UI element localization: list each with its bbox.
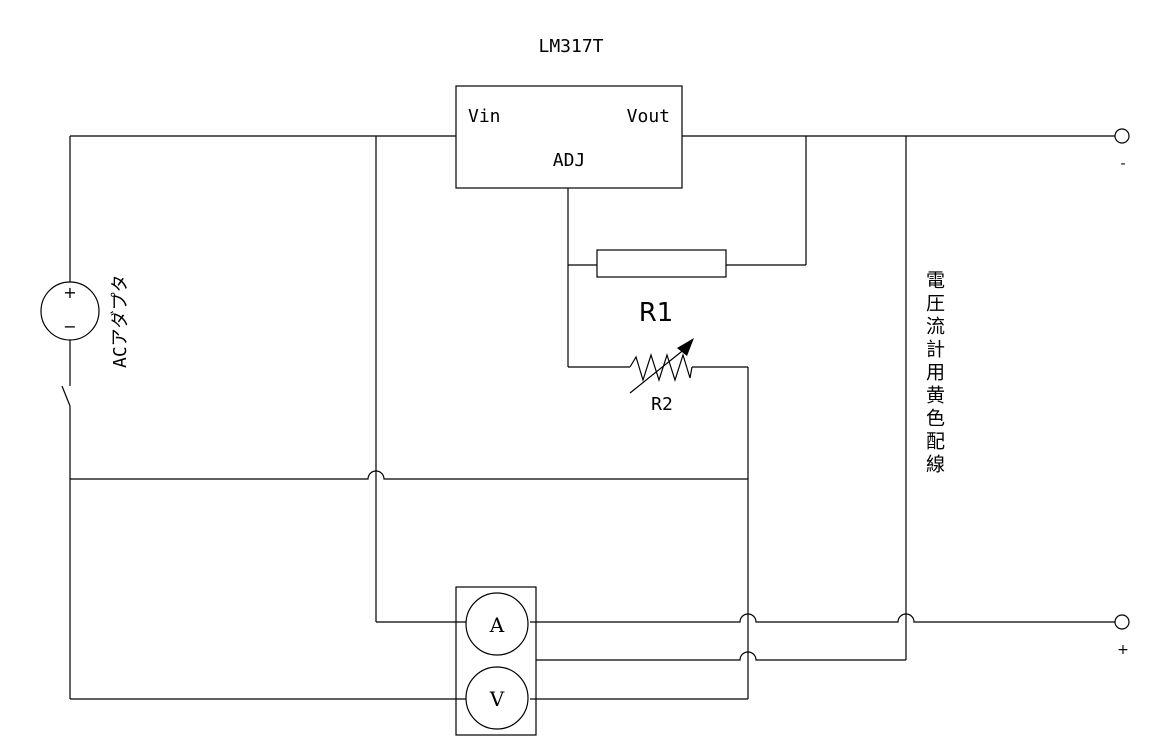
terminal-bottom-label: + bbox=[1117, 642, 1129, 658]
regulator-box bbox=[455, 85, 683, 189]
ammeter-label: A bbox=[489, 613, 505, 637]
source-minus: − bbox=[63, 317, 76, 336]
wiring-note-text: 電圧流計用黄色配線 bbox=[923, 270, 945, 477]
terminal-top bbox=[1114, 128, 1130, 144]
terminal-top-label: - bbox=[1120, 156, 1125, 172]
source-plus: + bbox=[63, 283, 76, 302]
volt-ammeter: A V bbox=[455, 586, 537, 736]
variable-resistor: R2 bbox=[629, 338, 694, 415]
ammeter-circle bbox=[465, 592, 529, 656]
regulator-lm317t: LM317T Vin Vout ADJ bbox=[455, 36, 683, 189]
ac-adapter-source: + − ACアダプタ bbox=[40, 274, 131, 368]
switch-blade bbox=[61, 385, 71, 407]
voltmeter-circle bbox=[465, 666, 529, 730]
wiring-note: 電圧流計用黄色配線 bbox=[923, 270, 945, 477]
pin-vout-label: Vout bbox=[627, 106, 670, 127]
fixed-resistor-body bbox=[596, 249, 727, 278]
terminal-bottom bbox=[1114, 614, 1130, 630]
variable-arrow-head bbox=[677, 338, 694, 356]
regulator-name: LM317T bbox=[538, 36, 603, 57]
variable-arrow-shaft bbox=[629, 347, 687, 394]
adapter-label: ACアダプタ bbox=[110, 274, 131, 368]
fixed-resistor: R1 bbox=[596, 249, 727, 328]
r2-label: R2 bbox=[651, 394, 673, 415]
r1-label: R1 bbox=[639, 298, 674, 328]
zigzag-resistor bbox=[629, 352, 693, 383]
pin-vin-label: Vin bbox=[468, 106, 501, 127]
output-terminals: - + bbox=[1114, 128, 1130, 658]
wires bbox=[61, 135, 1115, 700]
voltmeter-label: V bbox=[489, 687, 505, 711]
pin-adj-label: ADJ bbox=[553, 150, 586, 171]
source-circle bbox=[40, 281, 100, 341]
meter-housing bbox=[455, 586, 537, 736]
